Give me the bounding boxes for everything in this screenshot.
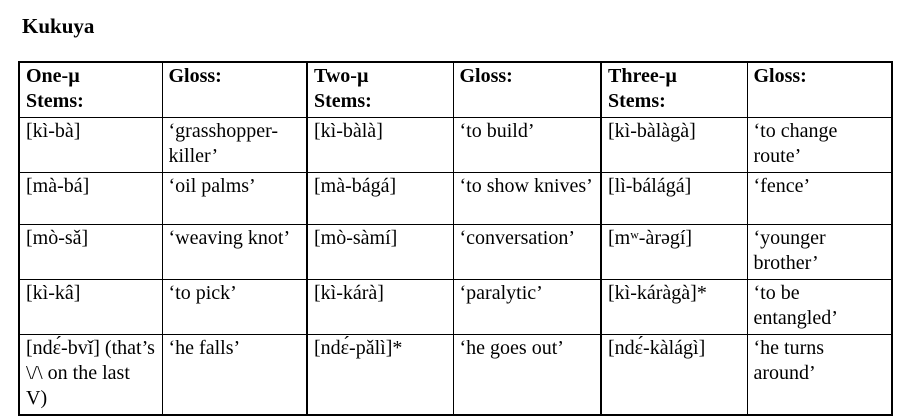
table-cell: ‘to change route’	[746, 117, 893, 173]
header-gloss-2: Gloss:	[452, 61, 602, 118]
table-cell: [kì-bàlà]	[306, 117, 454, 173]
table-cell: ‘to show knives’	[452, 172, 602, 225]
table-cell: ‘to be entangled’	[746, 279, 893, 335]
table-cell: [mʷ-àrəgí]	[600, 224, 748, 280]
page-title: Kukuya	[22, 14, 95, 38]
table-cell: [kì-kâ]	[18, 279, 163, 335]
table-cell: [kì-káràgà]*	[600, 279, 748, 335]
table-cell: [mà-bá]	[18, 172, 163, 225]
table-row: [ndɛ́-bvǐ] (that’s \/\ on the last V) ‘h…	[18, 334, 893, 416]
table-cell: ‘weaving knot’	[161, 224, 308, 280]
header-gloss-3: Gloss:	[746, 61, 893, 118]
table-cell: ‘younger brother’	[746, 224, 893, 280]
table-cell: [ndɛ́-bvǐ] (that’s \/\ on the last V)	[18, 334, 163, 416]
table-cell: [lì-bálágá]	[600, 172, 748, 225]
table-cell: [mò-sǎ]	[18, 224, 163, 280]
table-cell: [ndɛ́-pǎlì]*	[306, 334, 454, 416]
table-cell: [kì-bà]	[18, 117, 163, 173]
table-row: [kì-bà] ‘grasshopper-killer’ [kì-bàlà] ‘…	[18, 117, 893, 173]
table-cell: ‘he falls’	[161, 334, 308, 416]
table-cell: ‘he goes out’	[452, 334, 602, 416]
table-cell: ‘fence’	[746, 172, 893, 225]
table-cell: ‘conversation’	[452, 224, 602, 280]
header-gloss-1: Gloss:	[161, 61, 308, 118]
table-cell: [kì-kárà]	[306, 279, 454, 335]
table-row: [mà-bá] ‘oil palms’ [mà-bágá] ‘to show k…	[18, 172, 893, 225]
table-cell: [kì-bàlàgà]	[600, 117, 748, 173]
table-cell: ‘oil palms’	[161, 172, 308, 225]
table-row: [mò-sǎ] ‘weaving knot’ [mò-sàmí] ‘conver…	[18, 224, 893, 280]
table-cell: ‘he turns around’	[746, 334, 893, 416]
table-cell: ‘to pick’	[161, 279, 308, 335]
table-cell: ‘grasshopper-killer’	[161, 117, 308, 173]
table-cell: ‘to build’	[452, 117, 602, 173]
table-row: [kì-kâ] ‘to pick’ [kì-kárà] ‘paralytic’ …	[18, 279, 893, 335]
table-cell: ‘paralytic’	[452, 279, 602, 335]
table-cell: [mò-sàmí]	[306, 224, 454, 280]
table-cell: [ndɛ́-kàlágì]	[600, 334, 748, 416]
table-cell: [mà-bágá]	[306, 172, 454, 225]
